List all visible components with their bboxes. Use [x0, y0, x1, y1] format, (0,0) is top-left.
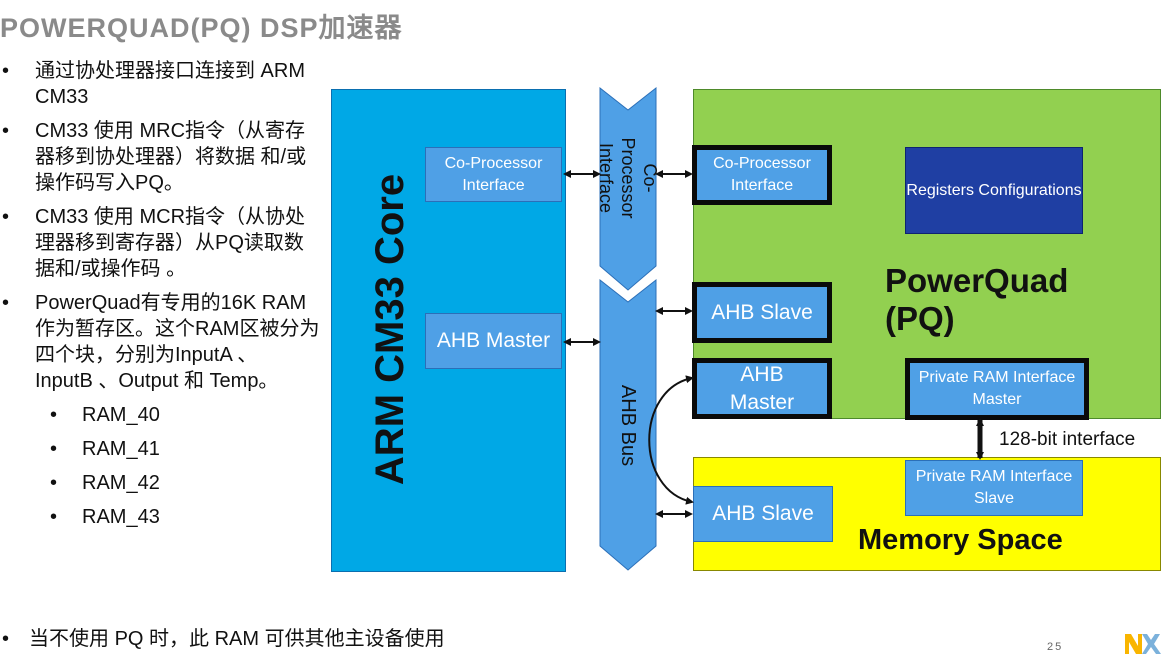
bullet-item: • 通过协处理器接口连接到 ARM CM33 [0, 58, 320, 110]
pq-coprocessor-interface: Co-Processor Interface [692, 145, 832, 205]
private-ram-interface-slave: Private RAM Interface Slave [905, 460, 1083, 516]
bullet-item: • PowerQuad有专用的16K RAM作为暂存区。这个RAM区被分为四个块，… [0, 290, 320, 394]
bullet-text: CM33 使用 MRC指令（从寄存器移到协处理器）将数据 和/或 操作码写入PQ… [35, 120, 307, 194]
sub-bullet-text: RAM_42 [82, 472, 160, 494]
bullet-item: • CM33 使用 MCR指令（从协处理器移到寄存器）从PQ读取数据和/或操作码 … [0, 204, 320, 282]
bullet-dot: • [50, 404, 58, 426]
pq-master-to-mem-slave-arrow [648, 375, 694, 505]
bullet-dot: • [2, 60, 10, 82]
sub-bullet-item: • RAM_41 [0, 436, 320, 462]
nxp-logo-icon [1125, 634, 1161, 654]
bullet-text: 通过协处理器接口连接到 ARM CM33 [35, 60, 305, 108]
ahb-bus-label: AHB Bus [617, 384, 640, 466]
bullet-dot: • [50, 506, 58, 528]
sub-bullet-item: • RAM_42 [0, 470, 320, 496]
bullet-dot: • [2, 120, 10, 142]
bullet-dot: • [50, 438, 58, 460]
pq-ahb-slave: AHB Slave [692, 282, 832, 343]
sub-bullet-text: RAM_43 [82, 506, 160, 528]
interface-width-label: 128-bit interface [999, 429, 1136, 450]
bottom-note: • 当不使用 PQ 时，此 RAM 可供其他主设备使用 [0, 622, 445, 651]
bottom-note-text: 当不使用 PQ 时，此 RAM 可供其他主设备使用 [29, 628, 445, 650]
arm-coprocessor-interface: Co-Processor Interface [425, 147, 562, 202]
bullet-dot: • [50, 472, 58, 494]
coprocessor-bus-label: Co-Processor Interface [596, 136, 660, 219]
sub-bullet-text: RAM_40 [82, 404, 160, 426]
slide-title: POWERQUAD(PQ) DSP加速器 [0, 13, 403, 43]
bullet-text: CM33 使用 MCR指令（从协处理器移到寄存器）从PQ读取数据和/或操作码 。 [35, 206, 306, 280]
bullet-list: • 通过协处理器接口连接到 ARM CM33 • CM33 使用 MRC指令（从寄存… [0, 58, 320, 538]
arm-ahb-master: AHB Master [425, 313, 562, 369]
powerquad-label: PowerQuad (PQ) [885, 262, 1069, 337]
ahb-bus-shape [599, 278, 657, 571]
sub-bullet-item: • RAM_43 [0, 504, 320, 530]
bullet-dot: • [2, 292, 10, 314]
coprocessor-bus-shape [599, 86, 657, 291]
private-ram-interface-master: Private RAM Interface Master [905, 358, 1089, 420]
sub-bullet-text: RAM_41 [82, 438, 160, 460]
memory-space-label: Memory Space [858, 524, 1063, 556]
bullet-dot: • [2, 628, 10, 650]
bullet-dot: • [2, 206, 10, 228]
sub-bullet-item: • RAM_40 [0, 402, 320, 428]
registers-configurations: Registers Configurations [905, 147, 1083, 234]
bullet-text: PowerQuad有专用的16K RAM作为暂存区。这个RAM区被分为四个块，分… [35, 292, 320, 392]
pq-ahb-master: AHB Master [692, 358, 832, 419]
mem-ahb-slave: AHB Slave [693, 486, 833, 542]
bullet-item: • CM33 使用 MRC指令（从寄存器移到协处理器）将数据 和/或 操作码写入P… [0, 118, 320, 196]
page-number: 25 [1047, 641, 1064, 653]
